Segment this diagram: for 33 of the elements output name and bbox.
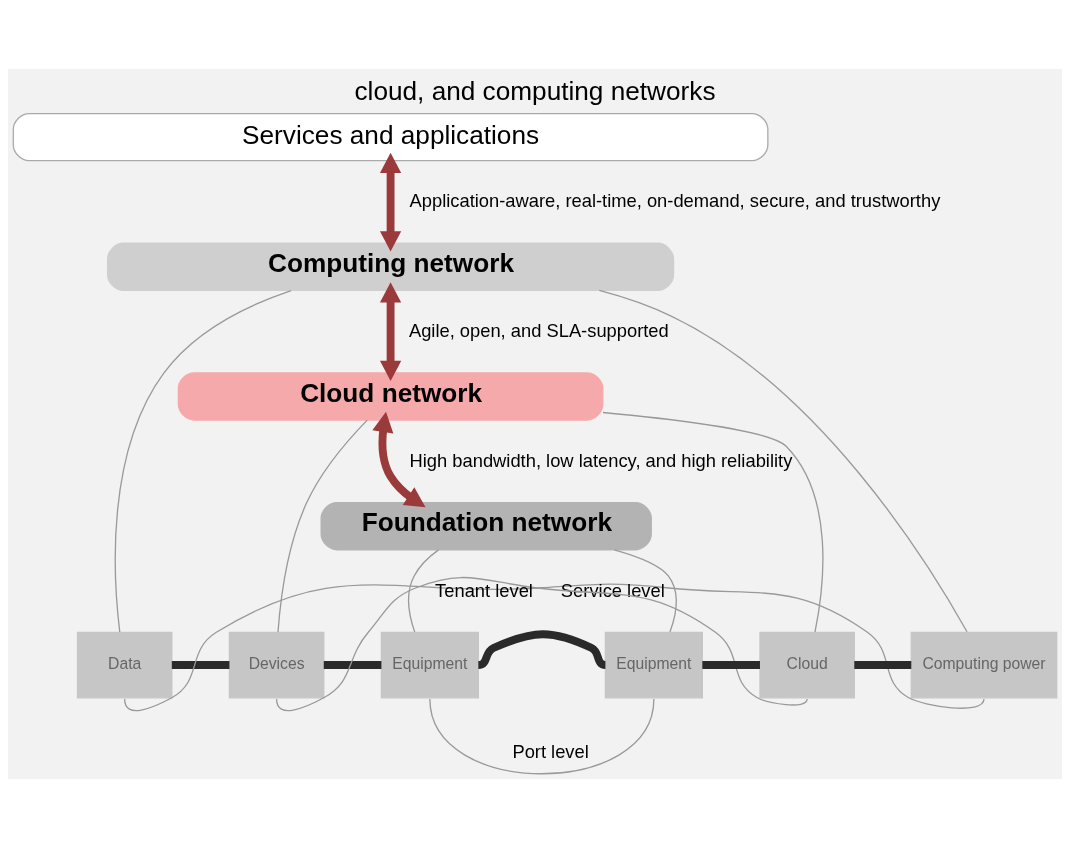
edge-label: Agile, open, and SLA-supported	[408, 320, 669, 342]
edge-label: Application-aware, real-time, on-demand, secure, and trustworthy	[409, 190, 941, 212]
connector	[598, 289, 968, 633]
connector	[114, 289, 292, 633]
connector	[613, 549, 677, 633]
connector	[407, 549, 440, 633]
edge-label: Port level	[512, 740, 589, 762]
connector	[602, 411, 824, 633]
arrow	[379, 282, 402, 382]
connector	[429, 698, 655, 775]
node-box: Equipment	[604, 631, 703, 699]
node-box: Services and applications	[12, 112, 769, 162]
node-box: Cloud	[759, 631, 855, 699]
node-box: Cloud network	[177, 372, 604, 421]
arrow	[372, 411, 426, 508]
edge-label: Tenant level	[435, 579, 533, 601]
node-box: Data	[76, 631, 173, 699]
connector	[702, 661, 760, 669]
node-box: Foundation network	[320, 501, 652, 551]
node-box: Computing network	[106, 242, 675, 292]
arrow	[379, 152, 402, 252]
connector	[477, 630, 607, 669]
node-box: Equipment	[380, 631, 479, 699]
node-box: Computing power	[910, 631, 1058, 699]
edge-label: High bandwidth, low latency, and high reliability	[409, 449, 793, 471]
connector	[124, 583, 985, 712]
connector	[171, 661, 230, 669]
connector	[275, 576, 808, 712]
connector	[854, 661, 912, 669]
connector	[277, 419, 368, 633]
connector	[323, 661, 382, 669]
node-box: Devices	[228, 631, 325, 699]
diagram-title: cloud, and computing networks	[354, 76, 716, 107]
